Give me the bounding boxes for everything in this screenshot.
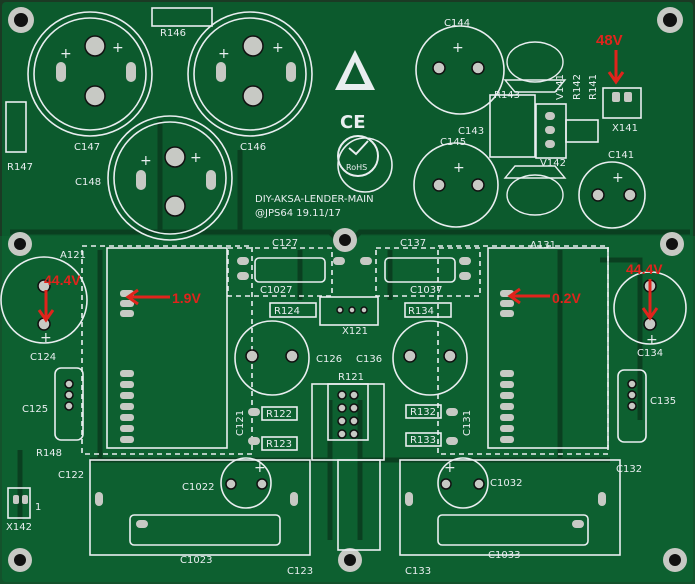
plus-c1022: + (254, 460, 266, 476)
mounting-holes (8, 7, 687, 572)
label-c127: C127 (272, 238, 298, 249)
arrow-1-9v (125, 288, 170, 306)
label-c121: C121 (235, 410, 246, 436)
solder-pads (37, 35, 657, 490)
plus-c148-b: + (190, 150, 202, 166)
board-title: DIY-AKSA-LENDER-MAIN (255, 194, 374, 205)
label-c1027: C1027 (260, 285, 292, 296)
label-r146: R146 (160, 28, 186, 39)
label-c137: C137 (400, 238, 426, 249)
plus-c1032: + (444, 460, 456, 476)
label-c126: C126 (316, 354, 342, 365)
label-pin1: 1 (35, 502, 41, 513)
label-x142: X142 (6, 522, 32, 533)
label-c131: C131 (462, 410, 473, 436)
label-r121: R121 (338, 372, 364, 383)
label-c148: C148 (75, 177, 101, 188)
rohs-mark: RoHS (346, 163, 367, 172)
esd-warning-icon (335, 50, 375, 90)
label-r141: R141 (588, 74, 599, 100)
label-r132: R132 (410, 407, 436, 418)
label-v141: V141 (555, 74, 566, 100)
plus-c147-b: + (112, 40, 124, 56)
label-c1022: C1022 (182, 482, 214, 493)
label-c122: C122 (58, 470, 84, 481)
label-c135: C135 (650, 396, 676, 407)
ce-mark: CE (340, 112, 366, 133)
label-x141: X141 (612, 123, 638, 134)
annotation-48v: 48V (596, 32, 623, 49)
plus-c144: + (452, 40, 464, 56)
label-c145: C145 (440, 137, 466, 148)
slot-pads (13, 62, 632, 528)
arrow-44v-right (641, 279, 659, 321)
label-c146: C146 (240, 142, 266, 153)
label-c144: C144 (444, 18, 470, 29)
silkscreen-outlines (0, 7, 687, 556)
label-r133: R133 (410, 435, 436, 446)
board-credit: @JPS64 19.11/17 (255, 208, 341, 219)
plus-c141: + (612, 170, 624, 186)
label-v142: V142 (540, 158, 566, 169)
label-c136: C136 (356, 354, 382, 365)
label-c123: C123 (287, 566, 313, 577)
mounting-hole-top-right (657, 7, 683, 33)
plus-c146-a: + (218, 46, 230, 62)
heatsink-outline (503, 41, 567, 216)
label-c147: C147 (74, 142, 100, 153)
label-c1037: C1037 (410, 285, 442, 296)
ground-pour-lower (0, 236, 695, 584)
plus-c134: + (646, 332, 658, 348)
label-r143: R143 (494, 90, 520, 101)
annotation-1-9v: 1.9V (172, 290, 201, 306)
label-c1033: C1033 (488, 550, 520, 561)
mounting-hole-top-left (8, 7, 34, 33)
plus-c146-b: + (272, 40, 284, 56)
label-c125: C125 (22, 404, 48, 415)
label-c1032: C1032 (490, 478, 522, 489)
plus-c145: + (453, 160, 465, 176)
label-c132: C132 (616, 464, 642, 475)
annotation-44v-left: 44.4V (44, 272, 81, 288)
plus-c124: + (40, 330, 52, 346)
mounting-hole-mid-center (333, 228, 357, 252)
label-c1023: C1023 (180, 555, 212, 566)
annotation-44v-right: 44.4V (626, 261, 663, 277)
mounting-hole-bottom-left (8, 548, 32, 572)
rohs-icon (337, 135, 379, 177)
arrow-44v-left (37, 290, 55, 323)
label-c143: C143 (458, 126, 484, 137)
arrow-0-2v (507, 287, 550, 305)
label-r147: R147 (7, 162, 33, 173)
arrow-48v (607, 50, 625, 85)
label-x121: X121 (342, 326, 368, 337)
mounting-hole-bottom-center (338, 548, 362, 572)
mounting-hole-mid-right (660, 232, 684, 256)
mounting-hole-bottom-right (663, 548, 687, 572)
label-r148: R148 (36, 448, 62, 459)
label-c133: C133 (405, 566, 431, 577)
label-c124: C124 (30, 352, 56, 363)
label-a121: A121 (60, 250, 86, 261)
label-r124: R124 (274, 306, 300, 317)
label-a131: A131 (530, 240, 556, 251)
label-c134: C134 (637, 348, 663, 359)
plus-c148-a: + (140, 153, 152, 169)
measurement-annotations: 48V 44.4V 44.4V 1.9V 0.2V (37, 32, 663, 323)
label-r122: R122 (266, 409, 292, 420)
plus-c147-a: + (60, 46, 72, 62)
annotation-0-2v: 0.2V (552, 290, 581, 306)
mounting-hole-mid-left (8, 232, 32, 256)
label-c141: C141 (608, 150, 634, 161)
label-r123: R123 (266, 439, 292, 450)
label-r134: R134 (408, 306, 434, 317)
label-r142: R142 (572, 74, 583, 100)
